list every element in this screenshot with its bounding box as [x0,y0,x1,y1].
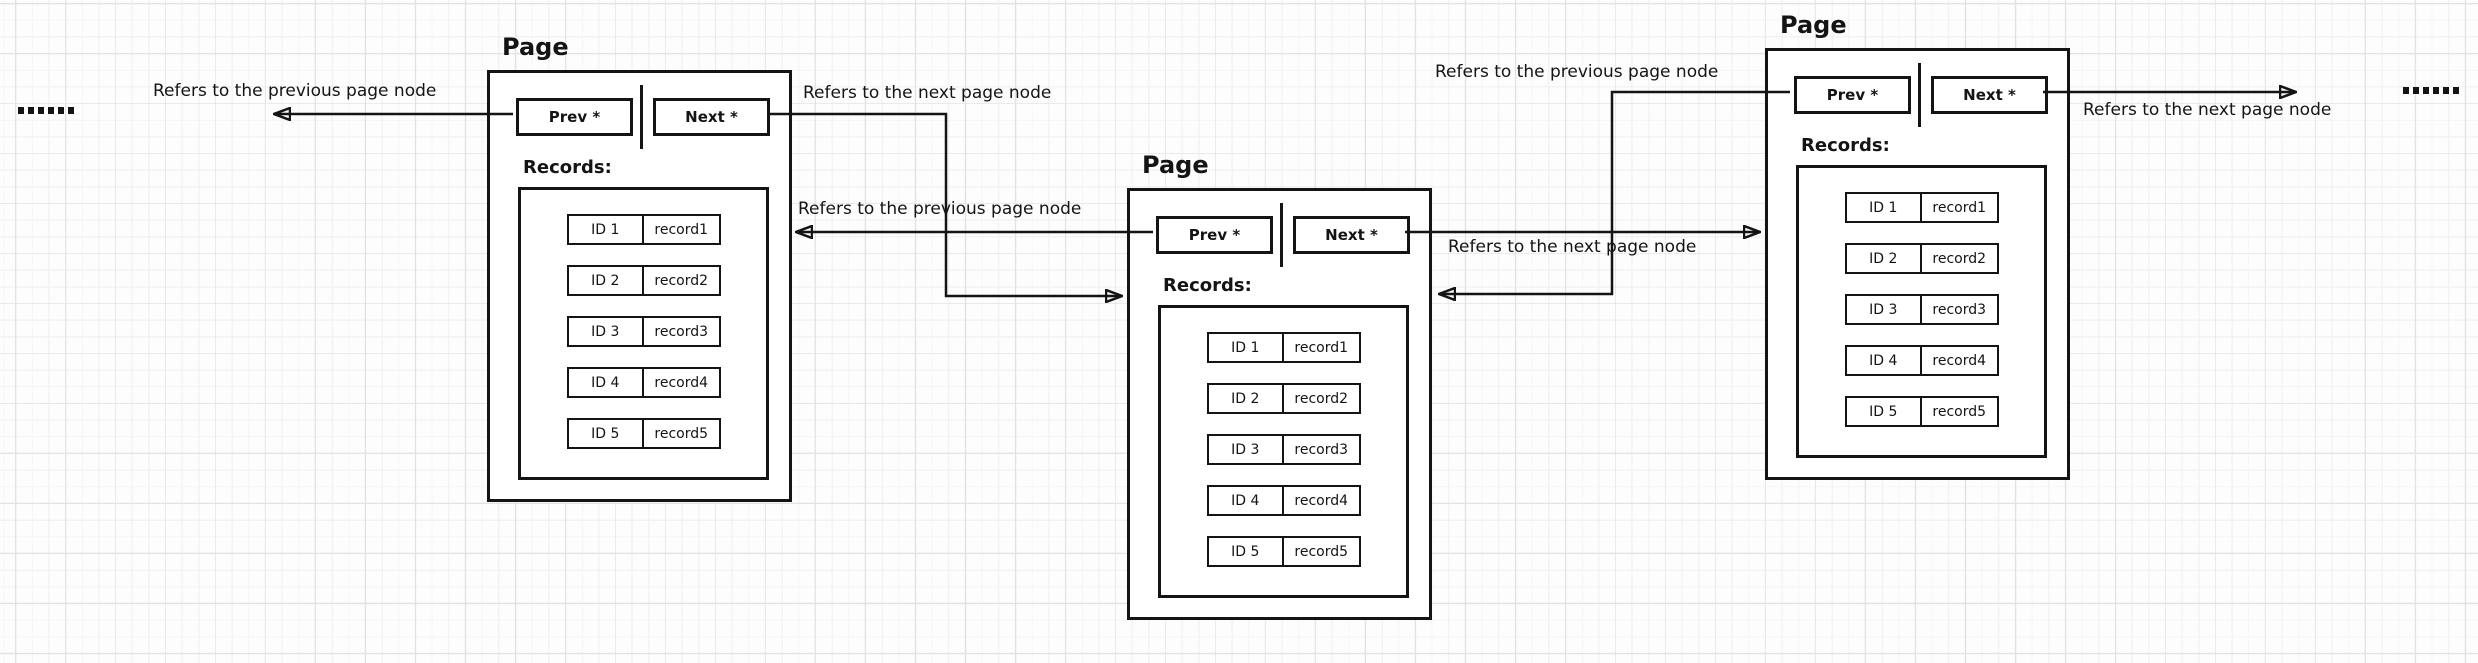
record-id-cell: ID 2 [569,267,644,294]
record-id-cell: ID 1 [1847,194,1922,221]
page-title: Page [502,33,569,61]
record-row: ID 4 record4 [1207,485,1361,516]
record-id-cell: ID 2 [1209,385,1284,412]
record-row: ID 4 record4 [567,367,721,398]
record-value-cell: record5 [654,425,709,442]
prev-pointer-box: Prev * [516,98,633,136]
page-title: Page [1142,151,1209,179]
records-box: ID 1 record1 ID 2 record2 ID 3 record3 I… [518,187,769,480]
next-pointer-box: Next * [653,98,770,136]
record-row: ID 2 record2 [1845,243,1999,274]
edge-label-next: Refers to the next page node [2083,100,2332,120]
record-row: ID 5 record5 [1207,536,1361,567]
record-row: ID 1 record1 [1207,332,1361,363]
record-row: ID 2 record2 [567,265,721,296]
record-value-cell: record3 [1294,441,1349,458]
next-pointer-box: Next * [1293,216,1410,254]
pointer-divider-line [1918,63,1921,127]
record-value-cell: record2 [654,272,709,289]
page-title: Page [1780,11,1847,39]
edge-label-prev: Refers to the previous page node [798,199,1082,219]
record-row: ID 5 record5 [1845,396,1999,427]
edge-label-next: Refers to the next page node [803,83,1052,103]
record-row: ID 5 record5 [567,418,721,449]
page-node-right: Page Prev * Next * Records: ID 1 record1… [1765,12,2070,480]
ellipsis-right [2403,87,2463,94]
edge-label-prev: Refers to the previous page node [153,81,437,101]
record-value-cell: record5 [1294,543,1349,560]
record-id-cell: ID 4 [569,369,644,396]
arrow-right-page-prev [1439,90,1790,294]
records-box: ID 1 record1 ID 2 record2 ID 3 record3 I… [1158,305,1409,598]
record-value-cell: record3 [1932,301,1987,318]
record-id-cell: ID 5 [569,420,644,447]
record-value-cell: record3 [654,323,709,340]
record-value-cell: record4 [1294,492,1349,509]
record-row: ID 4 record4 [1845,345,1999,376]
records-label: Records: [1163,275,1252,296]
record-id-cell: ID 1 [569,216,644,243]
record-value-cell: record5 [1932,403,1987,420]
record-id-cell: ID 2 [1847,245,1922,272]
record-value-cell: record2 [1294,390,1349,407]
records-label: Records: [523,157,612,178]
edge-label-prev: Refers to the previous page node [1435,62,1719,82]
record-value-cell: record1 [1294,339,1349,356]
page-node-middle: Page Prev * Next * Records: ID 1 record1… [1127,152,1432,620]
record-value-cell: record1 [1932,199,1987,216]
record-row: ID 3 record3 [1845,294,1999,325]
record-value-cell: record4 [1932,352,1987,369]
record-id-cell: ID 1 [1209,334,1284,361]
record-row: ID 3 record3 [1207,434,1361,465]
edge-label-next: Refers to the next page node [1448,237,1697,257]
record-row: ID 3 record3 [567,316,721,347]
next-pointer-box: Next * [1931,76,2048,114]
records-box: ID 1 record1 ID 2 record2 ID 3 record3 I… [1796,165,2047,458]
pointer-divider-line [1280,203,1283,267]
record-id-cell: ID 4 [1847,347,1922,374]
record-id-cell: ID 3 [569,318,644,345]
records-label: Records: [1801,135,1890,156]
record-row: ID 1 record1 [567,214,721,245]
prev-pointer-box: Prev * [1156,216,1273,254]
record-value-cell: record4 [654,374,709,391]
record-id-cell: ID 4 [1209,487,1284,514]
pointer-divider-line [640,85,643,149]
ellipsis-left [18,107,75,114]
record-value-cell: record1 [654,221,709,238]
record-id-cell: ID 5 [1847,398,1922,425]
record-id-cell: ID 3 [1209,436,1284,463]
record-row: ID 2 record2 [1207,383,1361,414]
record-value-cell: record2 [1932,250,1987,267]
record-id-cell: ID 3 [1847,296,1922,323]
record-row: ID 1 record1 [1845,192,1999,223]
page-node-left: Page Prev * Next * Records: ID 1 record1… [487,34,792,502]
prev-pointer-box: Prev * [1794,76,1911,114]
record-id-cell: ID 5 [1209,538,1284,565]
